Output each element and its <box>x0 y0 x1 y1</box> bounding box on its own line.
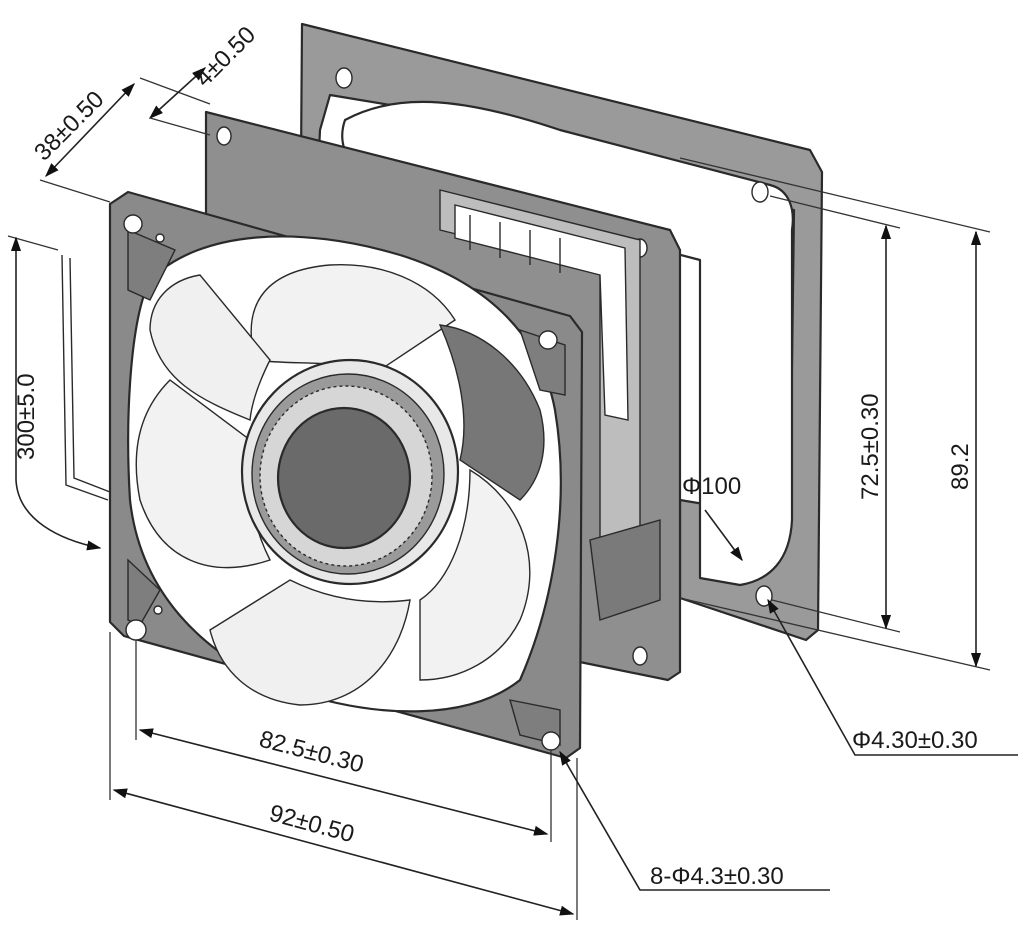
impeller <box>135 263 545 706</box>
hub-center <box>276 406 412 550</box>
guard-hole-top-right <box>751 181 769 203</box>
blade <box>250 263 456 371</box>
cable-length-label: 300±5.0 <box>13 373 40 460</box>
rear-hole-top-left <box>216 126 232 146</box>
front-hole-top-right <box>538 330 558 350</box>
front-hole-bottom-right <box>541 731 561 751</box>
depth-label: 38±0.50 <box>29 86 109 166</box>
hole-spacing-vertical-label: 72.5±0.30 <box>857 393 884 500</box>
height-label: 89.2 <box>947 443 974 490</box>
hub <box>240 358 460 586</box>
guard-hole-label: Φ4.30±0.30 <box>852 727 978 754</box>
front-hole-top-left <box>123 214 143 234</box>
rear-hole-bottom-right <box>632 646 648 666</box>
hole-spacing-horizontal-label: 82.5±0.30 <box>256 726 366 779</box>
guard-hole-top-left <box>335 67 353 89</box>
blade <box>209 579 411 706</box>
width-label: 92±0.50 <box>266 800 357 848</box>
dimension-lines <box>7 67 1018 920</box>
blade <box>149 274 271 421</box>
guard-diameter-label: Φ100 <box>682 473 741 500</box>
blade <box>419 468 531 681</box>
blade <box>438 324 545 501</box>
front-hole-bottom-left <box>125 619 147 641</box>
mounting-holes-label: 8-Φ4.3±0.30 <box>650 863 784 890</box>
lead-wire <box>61 254 111 501</box>
flange-label: 4±0.50 <box>190 21 261 92</box>
